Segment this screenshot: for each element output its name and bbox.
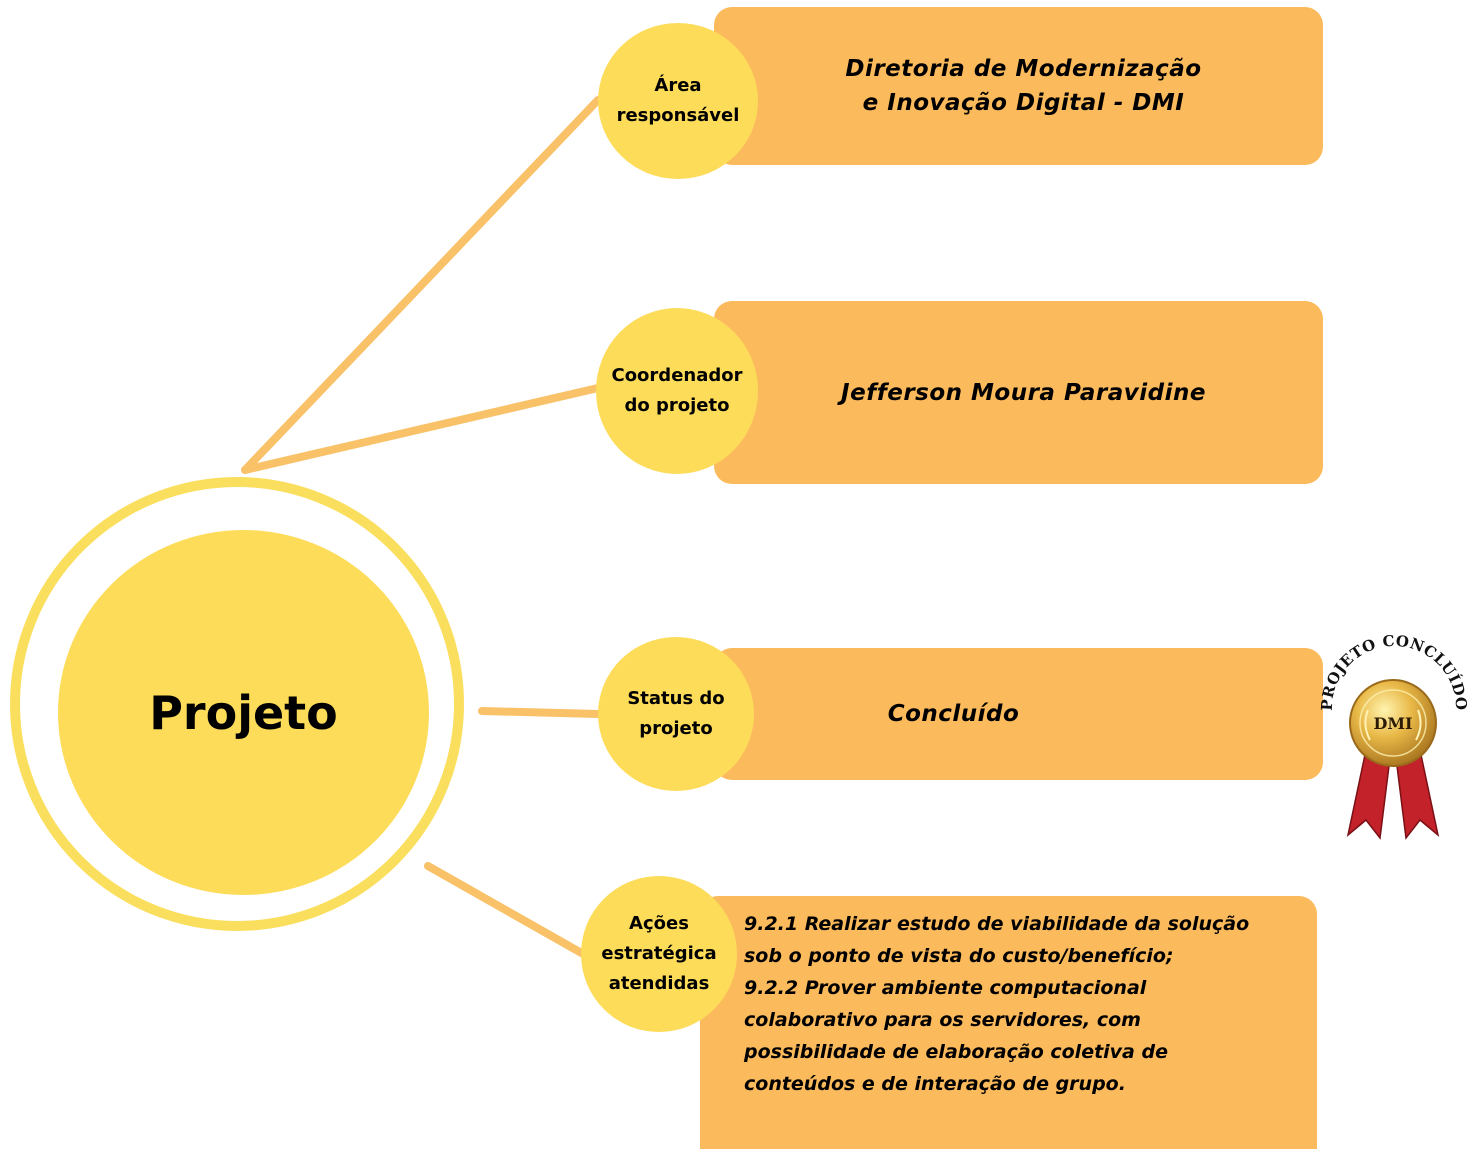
status-badge: Status do projeto: [598, 637, 754, 791]
area-responsavel-value-line: e Inovação Digital - DMI: [862, 90, 1185, 116]
connector-coordenador: [241, 384, 602, 474]
status-label: Status do projeto: [627, 688, 725, 739]
area-responsavel-label: Área responsável: [616, 75, 740, 126]
acoes-value-line: conteúdos e de interação de grupo.: [744, 1073, 1126, 1095]
area-responsavel-value-line: Diretoria de Modernização: [845, 56, 1202, 82]
acoes-value-line: possibilidade de elaboração coletiva de: [744, 1041, 1168, 1063]
acoes-badge: Ações estratégica atendidas: [581, 876, 737, 1032]
status-card: Concluído: [714, 648, 1323, 780]
hub-circle: Projeto: [58, 530, 429, 895]
connector-status: [478, 707, 602, 718]
acoes-label: Ações estratégica atendidas: [601, 913, 717, 994]
area-responsavel-value: Diretoria de Modernização e Inovação Dig…: [835, 52, 1201, 120]
acoes-value-line: 9.2.2 Prover ambiente computacional: [744, 977, 1147, 999]
projeto-concluido-seal: PROJETO CONCLUÍDO DMI: [1318, 632, 1468, 840]
connector-area: [241, 96, 602, 474]
acoes-value-line: colaborativo para os servidores, com: [744, 1009, 1141, 1031]
coordenador-label: Coordenador do projeto: [611, 365, 743, 416]
acoes-card: 9.2.1 Realizar estudo de viabilidade da …: [700, 896, 1317, 1149]
coordenador-value: Jefferson Moura Paravidine: [841, 379, 1206, 406]
area-responsavel-card: Diretoria de Modernização e Inovação Dig…: [714, 7, 1323, 165]
seal-center-text: DMI: [1373, 714, 1412, 733]
area-responsavel-badge: Área responsável: [598, 23, 758, 179]
acoes-value-line: 9.2.1 Realizar estudo de viabilidade da …: [744, 913, 1250, 935]
hub-label: Projeto: [149, 685, 338, 740]
coordenador-badge: Coordenador do projeto: [596, 308, 758, 474]
acoes-value: 9.2.1 Realizar estudo de viabilidade da …: [744, 908, 1303, 1100]
connector-acoes: [424, 862, 589, 959]
status-value: Concluído: [887, 701, 1020, 727]
acoes-value-line: sob o ponto de vista do custo/benefício;: [744, 945, 1174, 967]
coordenador-card: Jefferson Moura Paravidine: [714, 301, 1323, 484]
